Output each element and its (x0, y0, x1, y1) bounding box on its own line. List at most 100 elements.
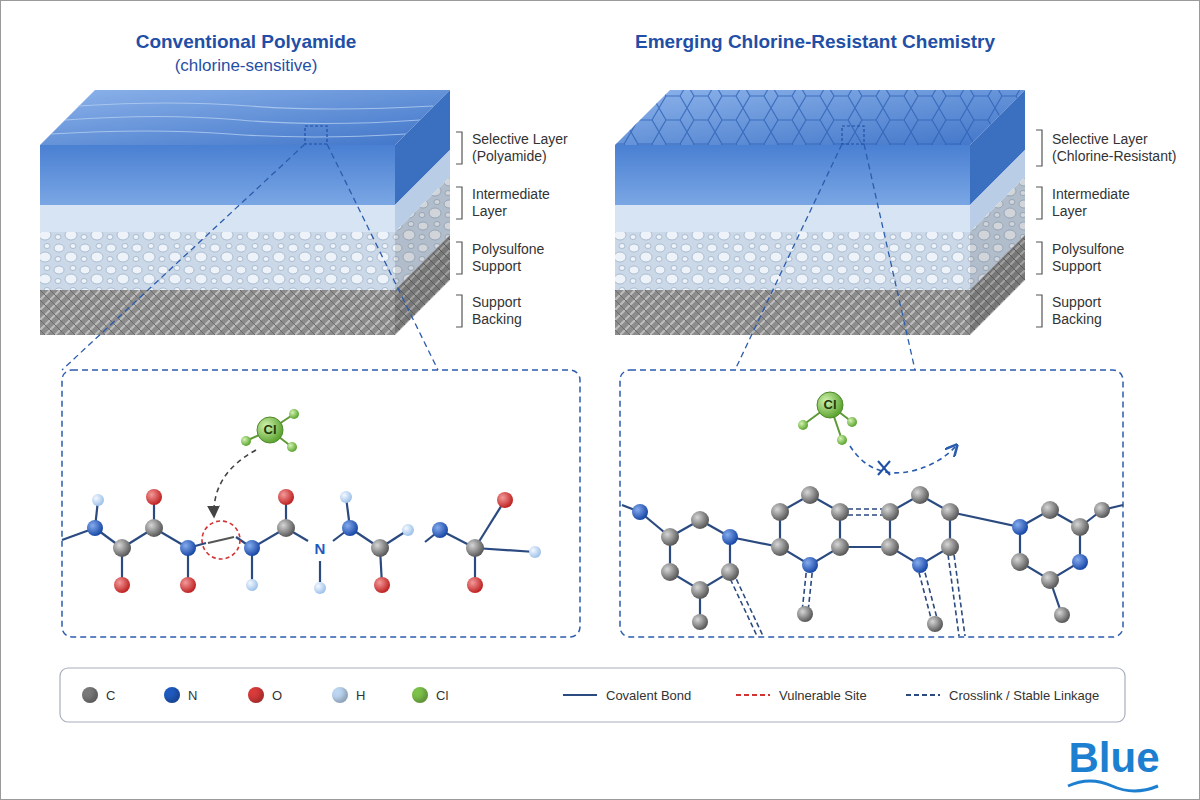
atom-sphere (257, 417, 283, 443)
membrane-block (40, 90, 450, 335)
chlorine-atom: Cl (816, 391, 844, 419)
atom-sphere (1041, 571, 1059, 589)
membrane-block (40, 205, 395, 232)
zoom-callout (864, 144, 915, 370)
membrane-block (65, 117, 420, 124)
zoom-callout (62, 370, 580, 637)
atom-sphere (432, 522, 448, 538)
atom-sphere (466, 539, 484, 557)
layer-bracket (456, 295, 462, 327)
layer-bracket (456, 187, 462, 219)
legend-text: Cl (436, 688, 448, 703)
panel-title: Emerging Chlorine-Resistant Chemistry (635, 31, 995, 54)
layer-label: Selective Layer (Chlorine-Resistant) (1052, 131, 1182, 165)
legend-swatch (82, 687, 98, 703)
atom-sphere (927, 616, 943, 632)
atom-sphere (180, 540, 196, 556)
bond-line (670, 520, 730, 590)
membrane-block (395, 235, 450, 335)
zoom-callout (62, 144, 1123, 637)
membrane-block (970, 235, 1025, 335)
layer-label: Intermediate Layer (472, 186, 573, 220)
layer-bracket (456, 130, 1042, 327)
crosslink-line (923, 565, 938, 622)
atom-label-box: Cl (256, 416, 284, 444)
chlorine-cluster (214, 409, 299, 516)
legend-line-sample (562, 690, 598, 700)
legend-swatch (164, 687, 180, 703)
vulnerable-bond (208, 537, 234, 543)
atom-sphere (87, 489, 541, 594)
layer-bracket (1036, 295, 1042, 327)
legend-item: Covalent Bond (562, 688, 691, 703)
atom-sphere (802, 557, 818, 573)
legend-line-sample (736, 694, 770, 696)
membrane-block (40, 90, 450, 145)
atom-sphere (340, 491, 352, 503)
membrane-block (842, 126, 864, 144)
bond-line (319, 561, 321, 582)
atom-sphere (467, 577, 483, 593)
legend-text: N (188, 688, 197, 703)
legend-text: C (106, 688, 115, 703)
membrane-block (615, 232, 970, 290)
atom-sphere (146, 489, 162, 505)
bond-line (780, 495, 840, 565)
atom-sphere (817, 392, 843, 418)
atom-sphere (691, 581, 709, 599)
layer-label: Selective Layer (Polyamide) (472, 131, 573, 165)
crosslink-line (953, 547, 965, 636)
legend-item: O (248, 687, 282, 703)
atom-sphere (145, 519, 163, 537)
layer-bracket (1036, 242, 1042, 274)
chlorine-cluster (289, 409, 299, 419)
panel-title: Conventional Polyamide (136, 31, 357, 54)
legend-frame (60, 668, 1125, 722)
crosslink-line (733, 572, 763, 636)
atom-sphere (342, 520, 358, 536)
bond-line (62, 497, 535, 585)
atom-sphere (661, 563, 679, 581)
layer-label: Polysulfone Support (472, 241, 573, 275)
chlorine-cluster (850, 446, 956, 473)
atom-sphere (691, 511, 709, 529)
legend-text: Vulnerable Site (779, 688, 867, 703)
logo-wave (1068, 781, 1158, 791)
membrane-block (78, 103, 433, 109)
atom-sphere (371, 539, 389, 557)
atom-sphere (1012, 519, 1028, 535)
atom-sphere (402, 524, 414, 536)
membrane-block (615, 145, 970, 205)
membrane-block (395, 235, 450, 335)
atom-sphere (114, 577, 130, 593)
chlorine-cluster (837, 435, 847, 445)
atom-sphere (1071, 518, 1089, 536)
chlorine-cluster (878, 461, 890, 475)
atom-sphere (911, 486, 929, 504)
legend-line-sample (906, 694, 940, 696)
atom-sphere (1094, 502, 1110, 518)
membrane-block (51, 131, 406, 137)
layer-label: Support Backing (1052, 294, 1153, 328)
membrane-block (615, 205, 970, 232)
atom-sphere (912, 557, 928, 573)
atom-sphere (113, 539, 131, 557)
layer-label: Support Backing (472, 294, 573, 328)
atom-sphere (87, 520, 103, 536)
atom-sphere (1072, 554, 1088, 570)
zoom-callout (62, 144, 305, 370)
legend-line-sample (905, 690, 941, 700)
legend-line-sample (735, 690, 771, 700)
atom-sphere (632, 486, 1110, 632)
atom-sphere (277, 519, 295, 537)
legend-text: H (356, 688, 365, 703)
chlorine-cluster (287, 442, 297, 452)
legend-item: Vulnerable Site (735, 688, 867, 703)
legend-line-sample (563, 694, 597, 696)
layer-bracket (1036, 130, 1042, 166)
bond-line (950, 512, 1020, 527)
crosslink-line (727, 509, 965, 636)
atom-sphere (831, 538, 849, 556)
layer-label: Intermediate Layer (1052, 186, 1153, 220)
